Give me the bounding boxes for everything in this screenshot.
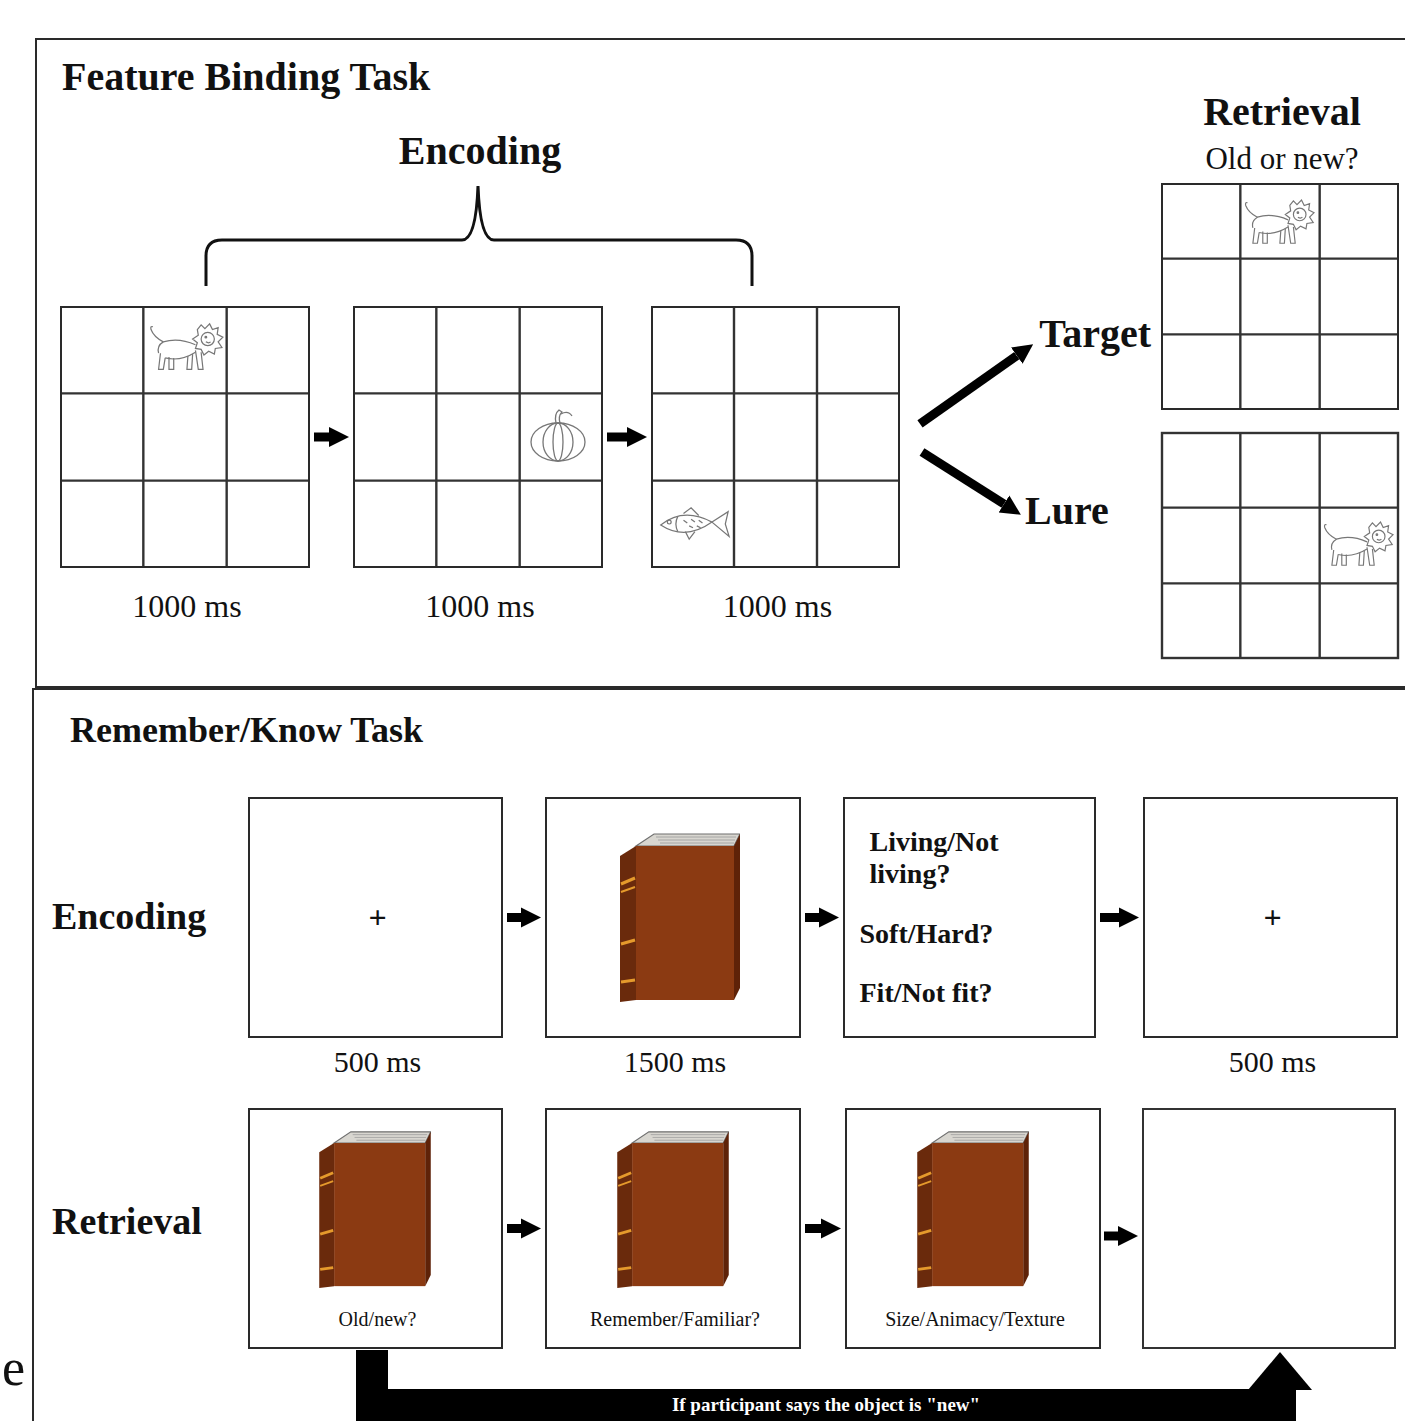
node-subtext: 500 ms <box>250 1045 505 1080</box>
arrow-label: Target <box>1037 312 1153 356</box>
grid-frame: 1000 ms <box>60 306 310 568</box>
grid-frame: RetrievalOld or new? <box>1161 183 1399 410</box>
node-text: 1000 ms <box>355 588 605 625</box>
node-subtext: Old or new? <box>1163 141 1401 177</box>
node-text: 1000 ms <box>62 588 312 625</box>
node-subtext: Soft/Hard? <box>860 918 1080 950</box>
task-panel: Remember/Know Task+500 ms1500 msLiving/N… <box>32 688 1405 1421</box>
step-arrow <box>507 913 521 922</box>
grid-lines <box>651 306 900 568</box>
book-picture <box>917 1132 1029 1288</box>
grid-lines <box>353 306 603 568</box>
skip-route-head <box>1248 1352 1312 1390</box>
book-picture <box>620 834 740 1002</box>
node-text: Remember/Know Task <box>70 710 423 751</box>
lion-drawing <box>1245 200 1314 243</box>
step-arrow <box>1100 913 1119 922</box>
screen-box: +500 ms <box>1143 797 1398 1038</box>
node-text: + <box>1145 899 1400 936</box>
route-note: If participant says the object is "new" <box>372 1394 1280 1416</box>
row-label: Encoding <box>52 895 206 939</box>
node-text: Remember/Familiar? <box>547 1308 803 1331</box>
step-arrow <box>805 1224 821 1233</box>
encoding-brace <box>206 186 752 286</box>
task-panel: Feature Binding Task1000 ms1000 ms1000 m… <box>35 38 1405 688</box>
node-text: Living/Not living? <box>870 826 1070 890</box>
node-text: Size/Animacy/Texture <box>847 1308 1103 1331</box>
node-text: Feature Binding Task <box>62 54 430 100</box>
screen-box: Size/Animacy/Texture <box>845 1108 1101 1349</box>
node-text: Retrieval <box>1163 89 1401 135</box>
stray-letter: e <box>2 1338 25 1398</box>
fish-drawing <box>661 508 729 539</box>
book-picture <box>617 1132 729 1288</box>
step-arrow <box>607 433 627 442</box>
node-text: 1500 ms <box>547 1045 803 1080</box>
phase-label: Encoding <box>330 128 630 174</box>
lion-drawing <box>151 324 223 369</box>
grid-frame: 1000 ms <box>353 306 603 568</box>
node-text: Old/new? <box>250 1308 505 1331</box>
node-text: + <box>250 899 505 936</box>
step-arrow <box>805 913 819 922</box>
node-subtext: Fit/Not fit? <box>860 977 1080 1009</box>
screen-box: Old/new? <box>248 1108 503 1349</box>
step-arrow <box>314 433 329 442</box>
screen-box: +500 ms <box>248 797 503 1038</box>
lure-arrow <box>922 452 1004 504</box>
grid-lines <box>1161 183 1399 410</box>
lure-grid <box>1162 433 1398 658</box>
lion-drawing <box>1324 522 1393 565</box>
grid-lines <box>60 306 310 568</box>
step-arrow <box>920 356 1017 424</box>
screen-box: 1500 ms <box>545 797 801 1038</box>
step-arrow <box>1104 1232 1118 1241</box>
step-arrow <box>507 1224 521 1233</box>
screen-box: Remember/Familiar? <box>545 1108 801 1349</box>
blank-screen <box>1143 1109 1395 1348</box>
arrow-label: Lure <box>1025 488 1109 534</box>
grid-frame: 1000 ms <box>651 306 900 568</box>
question-box: Living/Not living? Soft/Hard? Fit/Not fit? <box>843 797 1096 1038</box>
book-picture <box>319 1132 431 1288</box>
grid-lines <box>1161 432 1399 659</box>
row-label: Retrieval <box>52 1200 202 1244</box>
node-subtext: 500 ms <box>1145 1045 1400 1080</box>
pumpkin-drawing <box>531 410 585 461</box>
node-text: 1000 ms <box>653 588 902 625</box>
